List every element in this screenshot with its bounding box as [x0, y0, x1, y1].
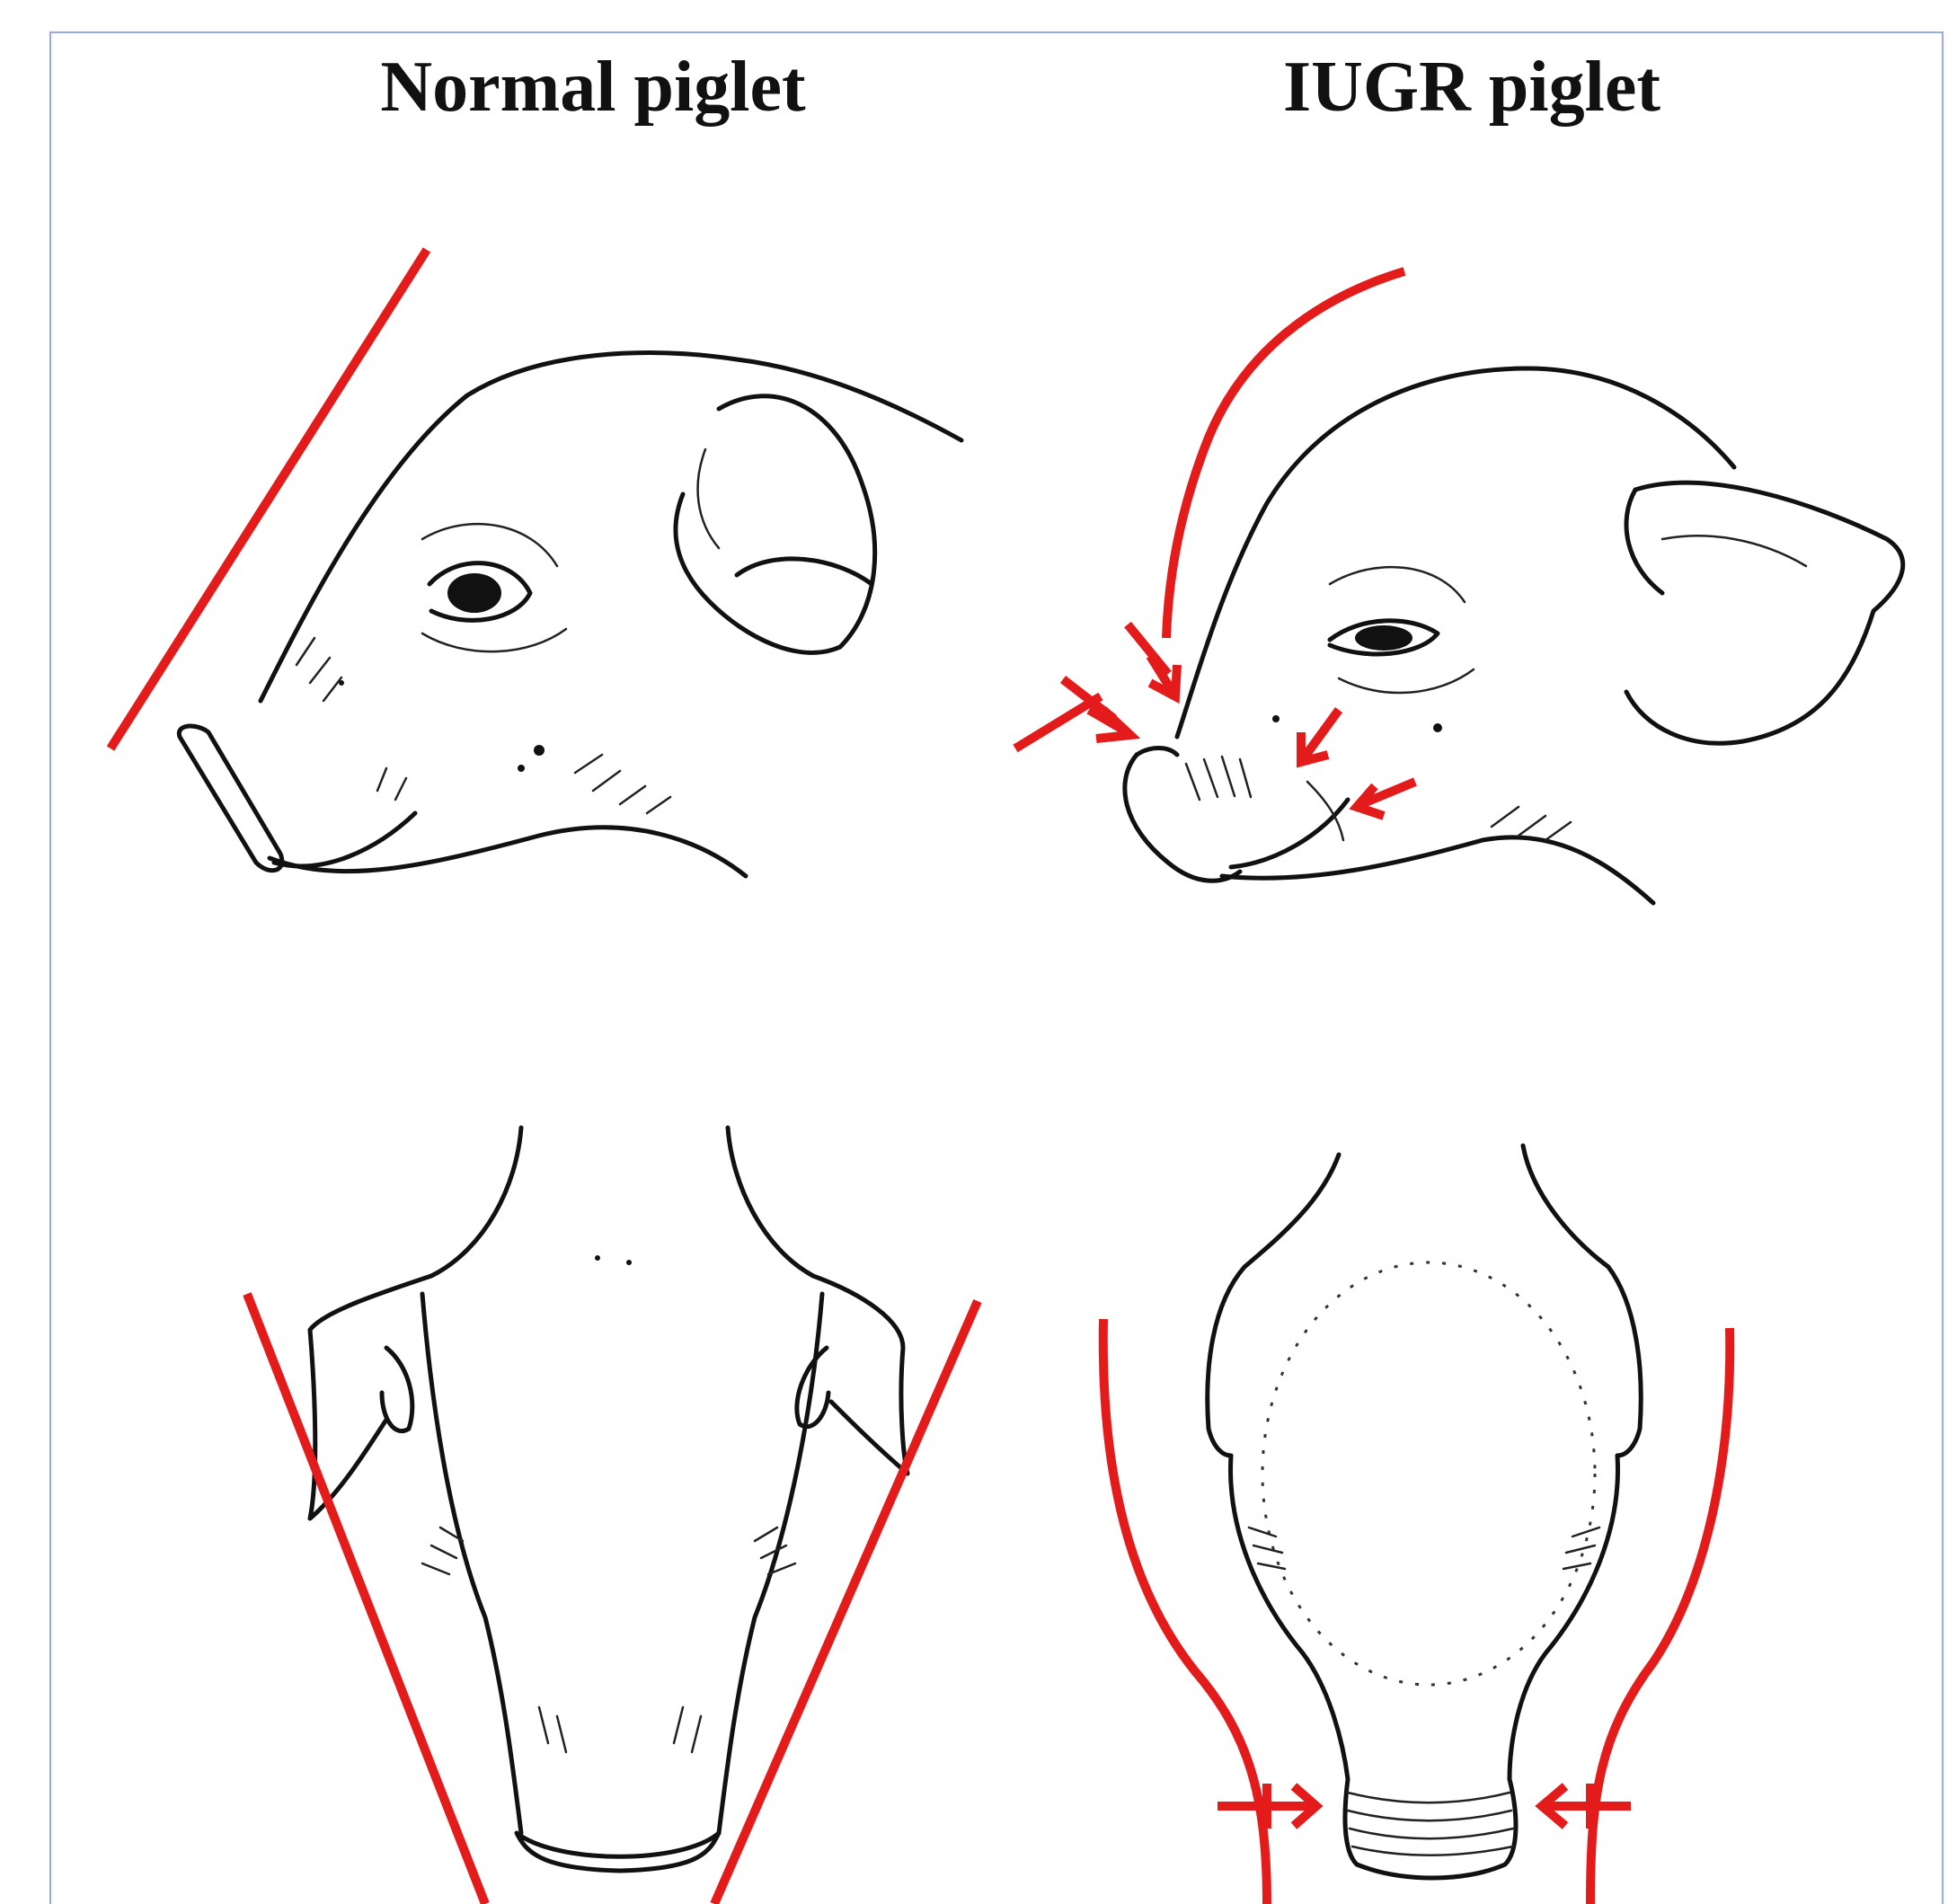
- iugr-profile-dome-curve: [1166, 271, 1404, 638]
- iugr-top-left-curve: [1103, 1319, 1267, 1904]
- normal-piglet-top-view: [310, 1128, 908, 1871]
- normal-profile-straight-line: [111, 250, 427, 748]
- red-annotations: [111, 250, 1730, 1904]
- iugr-snout-arrows: [1015, 624, 1177, 748]
- iugr-skull-dome: [1262, 1262, 1595, 1685]
- iugr-piglet-side-view: [1125, 368, 1903, 903]
- normal-piglet-side-view: [179, 353, 961, 876]
- iugr-piglet-eye: [1355, 625, 1412, 651]
- iugr-piglet-top-view: [1208, 1146, 1641, 1878]
- iugr-top-right-curve: [1590, 1328, 1730, 1904]
- normal-top-left-line: [247, 1294, 485, 1904]
- normal-piglet-eye: [447, 573, 501, 613]
- iugr-top-snout-arrows: [1218, 1784, 1631, 1829]
- iugr-jaw-arrows: [1301, 710, 1415, 816]
- normal-top-right-line: [714, 1301, 978, 1904]
